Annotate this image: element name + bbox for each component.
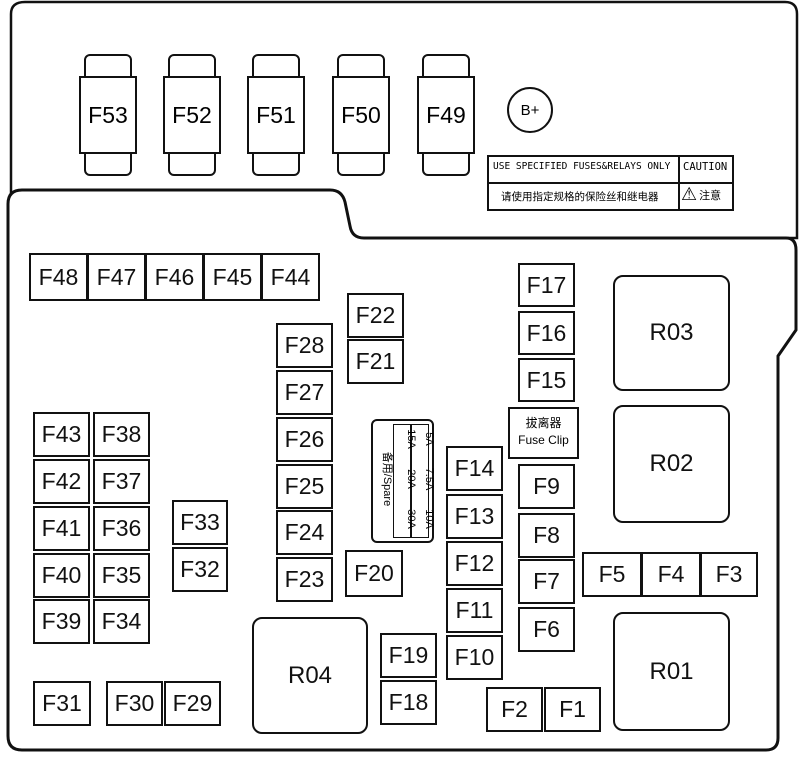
- caution-warning-text: 注意: [699, 189, 722, 202]
- fuse-f27: F27: [276, 370, 333, 415]
- fuse-f22: F22: [347, 293, 404, 338]
- fuse-f5: F5: [582, 552, 642, 597]
- spare-20a: 20A: [405, 469, 417, 489]
- fuse-f19: F19: [380, 633, 437, 678]
- spare-15a: 15A: [405, 429, 417, 449]
- relay-r01: R01: [613, 612, 730, 731]
- fuse-f42: F42: [33, 459, 90, 504]
- fuse-f50: F50: [332, 54, 390, 176]
- fuse-f13: F13: [446, 494, 503, 539]
- caution-warning: ⚠注意: [681, 186, 721, 204]
- fuse-f11: F11: [446, 588, 503, 633]
- fuse-f3: F3: [700, 552, 758, 597]
- fuse-f26: F26: [276, 417, 333, 462]
- spare-30a: 30A: [405, 509, 417, 529]
- fuse-f38: F38: [93, 412, 150, 457]
- fuse-f17: F17: [518, 263, 575, 307]
- fuse-clip[interactable]: 拔离器 Fuse Clip: [508, 407, 579, 459]
- fuse-f18: F18: [380, 680, 437, 725]
- spare-fuse-holder: 备用/Spare 15A 20A 30A 5A 7.5A 10A: [371, 419, 435, 543]
- fuse-f8: F8: [518, 513, 575, 558]
- warning-triangle-icon: ⚠: [681, 184, 698, 205]
- fuse-f9: F9: [518, 464, 575, 509]
- relay-r02: R02: [613, 405, 730, 523]
- fuse-f20: F20: [345, 550, 403, 597]
- fuse-f23: F23: [276, 557, 333, 602]
- fuse-f49: F49: [417, 54, 475, 176]
- fuse-f40: F40: [33, 553, 90, 598]
- fuse-f2: F2: [486, 687, 543, 732]
- fuse-f32: F32: [172, 547, 228, 592]
- fuse-f37: F37: [93, 459, 150, 504]
- fuse-f28: F28: [276, 323, 333, 368]
- caution-label: USE SPECIFIED FUSES&RELAYS ONLY CAUTION …: [487, 155, 734, 211]
- relay-r04: R04: [252, 617, 368, 734]
- fuse-f24: F24: [276, 510, 333, 555]
- fuse-f46: F46: [145, 253, 204, 301]
- fuse-f48: F48: [29, 253, 88, 301]
- fuse-f33: F33: [172, 500, 228, 545]
- fuse-f7: F7: [518, 559, 575, 604]
- fuse-f36: F36: [93, 506, 150, 551]
- fuse-f16: F16: [518, 311, 575, 355]
- fuse-label: F51: [247, 76, 305, 154]
- fuse-label: F52: [163, 76, 221, 154]
- fuse-f47: F47: [87, 253, 146, 301]
- fuse-clip-cn: 拔离器: [525, 416, 562, 430]
- fuse-f39: F39: [33, 599, 90, 644]
- fuse-f31: F31: [33, 681, 91, 726]
- caution-chinese: 请使用指定规格的保险丝和继电器: [501, 191, 659, 203]
- fuse-f41: F41: [33, 506, 90, 551]
- fuse-f14: F14: [446, 446, 503, 491]
- fuse-f12: F12: [446, 541, 503, 586]
- fuse-f30: F30: [106, 681, 163, 726]
- spare-7-5a: 7.5A: [423, 467, 435, 491]
- fuse-f21: F21: [347, 339, 404, 384]
- fuse-label: F49: [417, 76, 475, 154]
- spare-10a: 10A: [423, 509, 435, 529]
- fuse-f35: F35: [93, 553, 150, 598]
- fuse-f10: F10: [446, 635, 503, 680]
- caution-english: USE SPECIFIED FUSES&RELAYS ONLY: [493, 161, 671, 172]
- caution-title: CAUTION: [683, 161, 728, 173]
- fuse-f15: F15: [518, 358, 575, 402]
- fuse-clip-en: Fuse Clip: [518, 433, 569, 447]
- fuse-label: F53: [79, 76, 137, 154]
- fuse-f29: F29: [164, 681, 221, 726]
- battery-terminal: B+: [507, 87, 553, 133]
- fuse-f1: F1: [544, 687, 601, 732]
- fuse-f6: F6: [518, 607, 575, 652]
- fuse-label: F50: [332, 76, 390, 154]
- spare-5a: 5A: [423, 432, 435, 446]
- fuse-f45: F45: [203, 253, 262, 301]
- fuse-f4: F4: [641, 552, 701, 597]
- fuse-f34: F34: [93, 599, 150, 644]
- fuse-f51: F51: [247, 54, 305, 176]
- fuse-f25: F25: [276, 464, 333, 509]
- fuse-f52: F52: [163, 54, 221, 176]
- fuse-f43: F43: [33, 412, 90, 457]
- fuse-f53: F53: [79, 54, 137, 176]
- fuse-f44: F44: [261, 253, 320, 301]
- relay-r03: R03: [613, 275, 730, 391]
